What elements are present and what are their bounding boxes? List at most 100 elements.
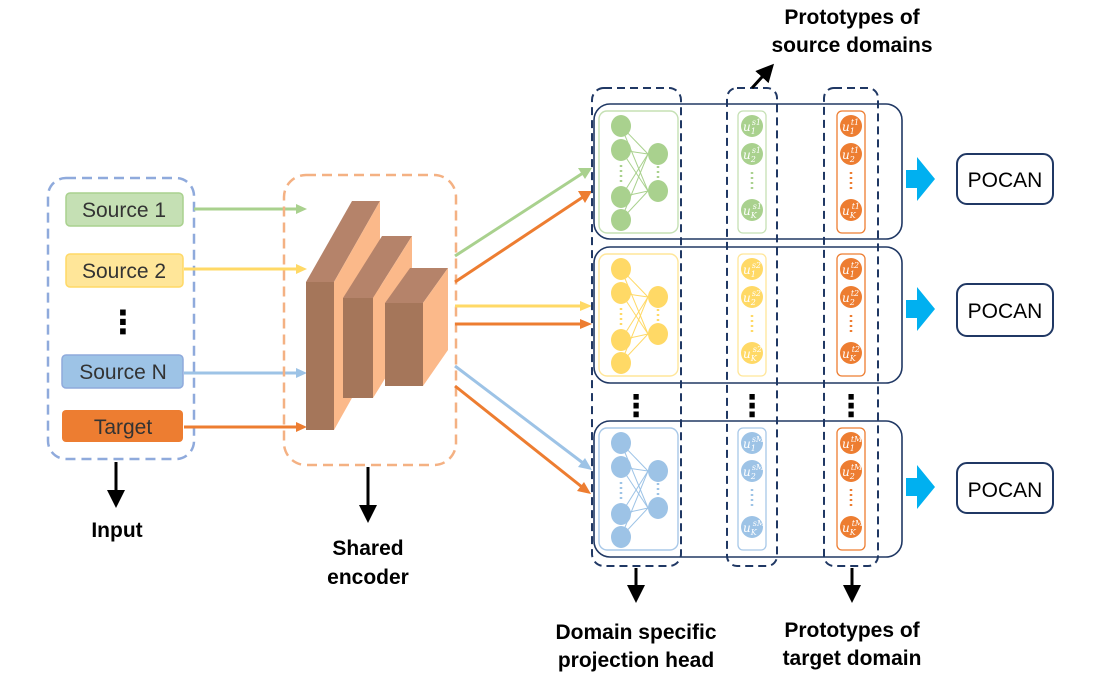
encoder-caption-2: encoder <box>327 566 409 589</box>
network-node <box>611 282 631 304</box>
target-prototype-node <box>840 516 862 538</box>
target-prototype-column <box>823 87 879 567</box>
source2-label: Source 2 <box>82 260 166 283</box>
head-caption-2: projection head <box>558 649 714 672</box>
network-node <box>611 352 631 374</box>
encoder-blocks <box>306 201 448 430</box>
target-prototype-node <box>840 199 862 221</box>
target-prototype-label: uKt1 <box>842 202 860 220</box>
target-prototype-label: uKt2 <box>842 345 860 363</box>
network-node <box>611 329 631 351</box>
target-prototype-panel <box>836 253 866 377</box>
proto-source-arrow <box>750 63 775 90</box>
source-prototype-label: u1s2 <box>743 261 761 279</box>
network-node <box>648 460 668 482</box>
target-prototype-label: u1t1 <box>842 118 859 136</box>
projection-head-panel <box>598 427 679 551</box>
source-prototype-label: uKsM <box>743 519 766 537</box>
proto-source-caption-2: source domains <box>771 34 932 57</box>
target-prototype-label: u1t2 <box>842 261 859 279</box>
rows-layer: u1s1u2s1uKs1u1t1u2t1uKt1u1s2u2s2uKs2u1t2… <box>598 110 866 551</box>
target-prototype-label: u2t2 <box>842 289 859 307</box>
target-prototype-node <box>840 432 862 454</box>
network-node <box>611 503 631 525</box>
source1-box <box>65 192 184 227</box>
source-prototype-panel <box>737 110 767 234</box>
encoder-group-box <box>282 173 458 467</box>
source-prototype-node <box>741 460 763 482</box>
target-prototype-label: uKtM <box>842 519 864 537</box>
target-prototype-label: u1tM <box>842 435 863 453</box>
pocan-2: POCAN <box>906 283 1054 337</box>
network-node <box>611 456 631 478</box>
encoder-output-arrows <box>454 168 592 494</box>
target-label: Target <box>94 416 153 439</box>
projection-head-panel <box>598 253 679 377</box>
source-prototype-panel <box>737 427 767 551</box>
source-prototype-label: u1sM <box>743 435 765 453</box>
target-prototype-label: u2t1 <box>842 146 859 164</box>
head-caption-1: Domain specific <box>555 621 716 644</box>
target-prototype-panel <box>836 110 866 234</box>
source-prototype-node <box>741 258 763 280</box>
projection-head-panel <box>598 110 679 234</box>
source-prototype-label: u2sM <box>743 463 765 481</box>
network-edge <box>620 153 649 221</box>
pocan-label-2: POCAN <box>968 300 1043 323</box>
network-node <box>611 258 631 280</box>
row-box-1 <box>593 103 903 240</box>
target-prototype-node <box>840 286 862 308</box>
source-prototype-label: uKs1 <box>743 202 762 220</box>
input-caption: Input <box>91 519 142 542</box>
source-prototype-node <box>741 286 763 308</box>
input-ellipsis: ⋮ <box>107 304 139 340</box>
target-prototype-panel <box>836 427 866 551</box>
ellipsis-source: ⋮ <box>737 390 767 423</box>
source-prototype-node <box>741 199 763 221</box>
target-prototype-node <box>840 258 862 280</box>
source2-box <box>65 253 184 288</box>
network-node <box>611 432 631 454</box>
network-node <box>648 180 668 202</box>
source-prototype-node <box>741 143 763 165</box>
source-prototype-node <box>741 432 763 454</box>
target-prototype-node <box>840 143 862 165</box>
pocan-1: POCAN <box>906 153 1054 205</box>
network-node <box>648 286 668 308</box>
source-prototype-node <box>741 342 763 364</box>
target-box <box>62 410 183 442</box>
sourceN-box <box>61 354 184 389</box>
input-arrows <box>184 204 307 432</box>
network-edge <box>620 442 649 509</box>
source-prototype-label: u2s1 <box>743 146 761 164</box>
ellipsis-head: ⋮ <box>621 390 651 423</box>
source1-label: Source 1 <box>82 199 166 222</box>
network-node <box>611 209 631 231</box>
network-node <box>611 526 631 548</box>
network-node <box>611 115 631 137</box>
source-prototype-label: uKs2 <box>743 345 762 363</box>
pocan-3: POCAN <box>906 462 1054 514</box>
source-prototype-node <box>741 516 763 538</box>
sourceN-label: Source N <box>79 361 167 384</box>
network-edge <box>620 268 649 335</box>
row-box-3 <box>593 420 903 558</box>
pocan-label-1: POCAN <box>968 169 1043 192</box>
network-edge <box>620 470 649 538</box>
source-prototype-label: u1s1 <box>743 118 761 136</box>
network-node <box>611 186 631 208</box>
proto-target-caption-1: Prototypes of <box>784 619 920 642</box>
network-node <box>648 497 668 519</box>
proto-source-caption-1: Prototypes of <box>784 6 920 29</box>
ellipsis-target: ⋮ <box>836 390 866 423</box>
source-prototype-node <box>741 115 763 137</box>
source-prototype-panel <box>737 253 767 377</box>
target-prototype-node <box>840 115 862 137</box>
network-node <box>648 143 668 165</box>
target-prototype-node <box>840 342 862 364</box>
proto-target-caption-2: target domain <box>783 647 922 670</box>
row-1: u1s1 u2s1 uKs1 u1t1 u2t1 uKt1 <box>598 110 866 234</box>
